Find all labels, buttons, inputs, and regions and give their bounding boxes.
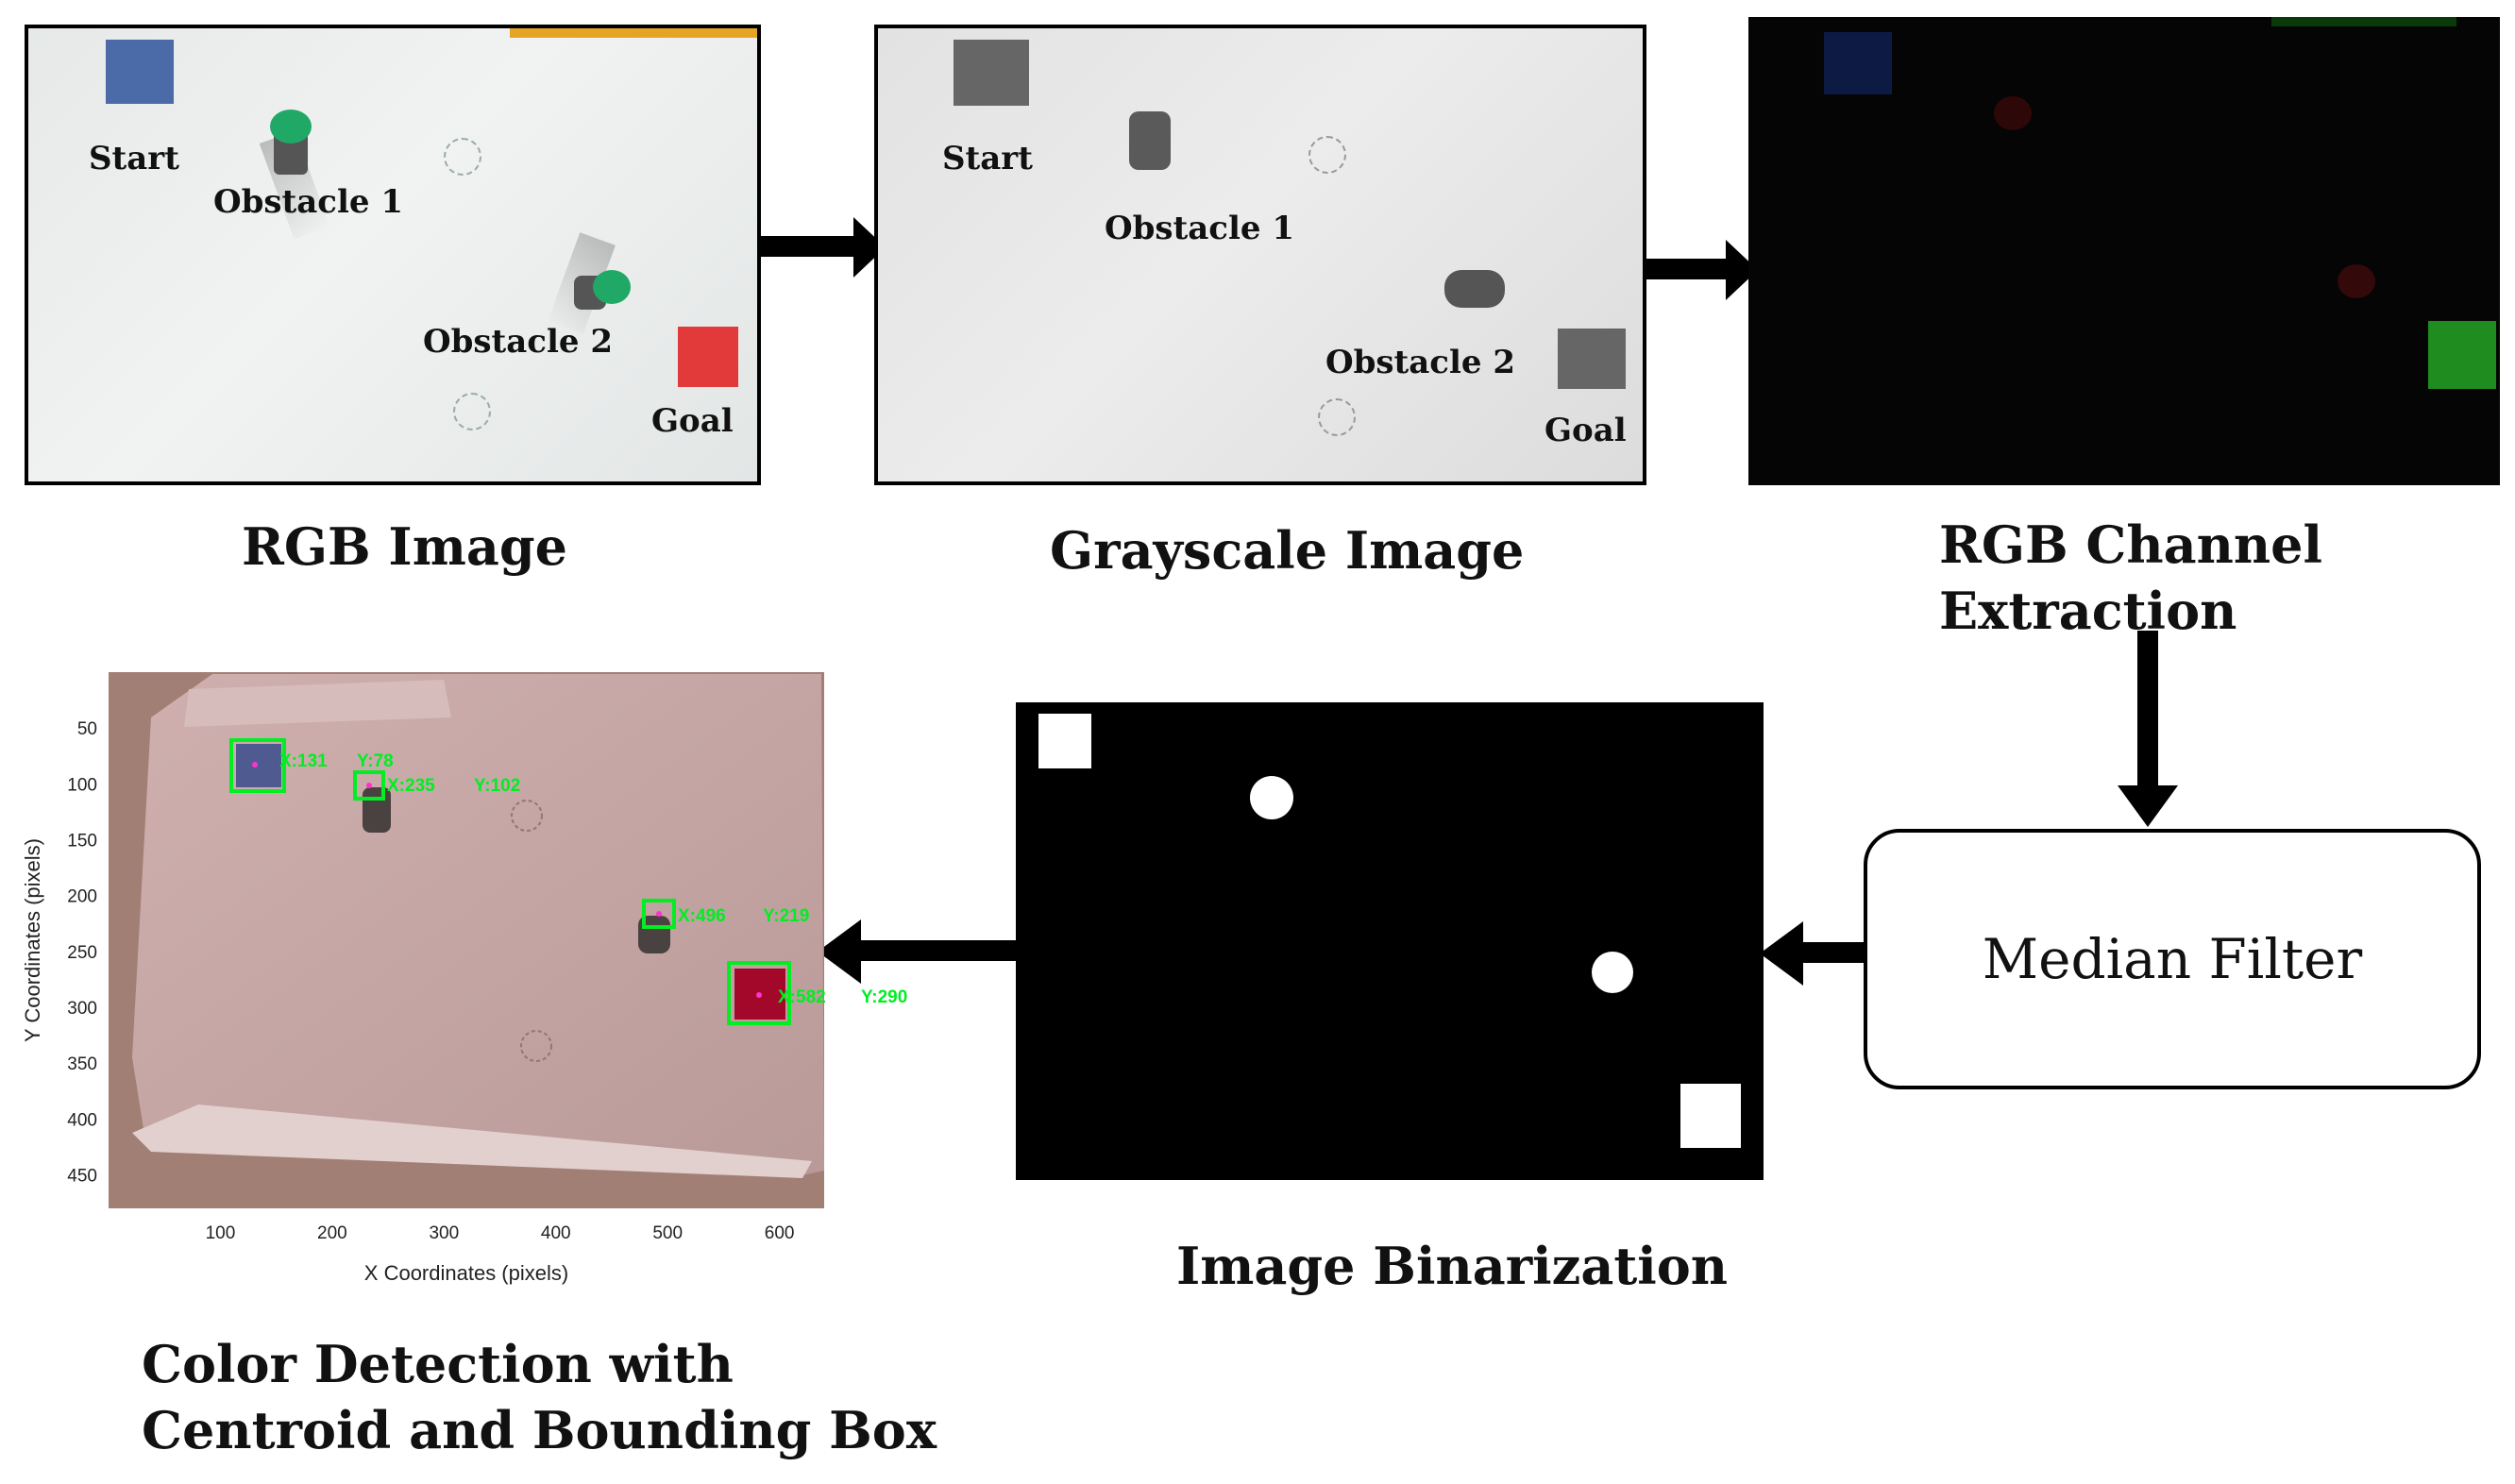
x-tick-label: 600 [765,1223,795,1243]
x-axis-title: X Coordinates (pixels) [364,1261,568,1285]
y-tick-label: 250 [67,943,97,963]
y-tick-label: 350 [67,1054,97,1074]
y-axis-title: Y Coordinates (pixels) [21,838,44,1042]
rgb-image-caption: RGB Image [242,516,567,577]
x-tick-label: 100 [206,1223,236,1243]
dashed-circle [1308,136,1346,174]
color-detection-plot: X:131 Y:78 X:235 Y:102 X:496 Y:219 X:582… [21,672,907,1285]
obstacle-2-body [1444,270,1505,308]
median-filter-label: Median Filter [1982,927,2363,991]
bounding-box [353,770,385,801]
dashed-circle [444,138,481,176]
detection-3-y-label: Y:219 [763,906,809,926]
obstacle-2-top [593,270,631,304]
dashed-circle [453,393,491,430]
detection-1-y-label: Y:78 [357,751,394,771]
start-marker [106,40,174,104]
paper-sheet [132,674,824,1175]
y-tick-label: 450 [67,1167,97,1187]
bounding-box [229,738,286,793]
start-detected-square [236,744,281,787]
centroid-marker [252,762,258,767]
dashed-circle [1318,398,1356,436]
y-tick-label: 150 [67,832,97,852]
blue-channel-marker [1824,32,1892,94]
arrow-gray-to-channel [1646,259,1737,279]
x-axis-ticks: 100 200 300 400 500 600 [206,1223,795,1243]
x-tick-label: 300 [429,1223,459,1243]
binary-obstacle-1-circle [1250,776,1293,819]
rgb-channel-panel [1748,17,2500,485]
grayscale-image-caption: Grayscale Image [1050,520,1525,581]
y-tick-label: 300 [67,999,97,1019]
binarization-panel [1016,702,1764,1180]
orange-tape-strip [510,28,757,38]
goal-label: Goal [1544,412,1627,449]
binarization-caption: Image Binarization [1176,1236,1729,1296]
median-filter-box: Median Filter [1864,829,2481,1089]
obstacle-1-top [270,110,312,143]
detection-3-x-label: X:496 [678,906,726,926]
obstacle-2-label: Obstacle 2 [1325,344,1516,381]
rgb-image-panel: Start Obstacle 1 Obstacle 2 Goal [25,25,761,485]
arrow-head [1760,921,1803,986]
y-tick-label: 200 [67,887,97,907]
obstacle-1-label: Obstacle 1 [1105,210,1295,247]
detection-caption-line2: Centroid and Bounding Box [142,1400,937,1460]
detection-4-x-label: X:582 [778,987,826,1007]
y-tick-label: 100 [67,775,97,795]
detection-2-y-label: Y:102 [474,776,520,796]
obstacle-1-label: Obstacle 1 [213,183,404,221]
goal-marker [678,327,738,387]
centroid-marker [756,992,762,998]
arrow-head [818,919,861,984]
red-channel-blob [1994,96,2032,130]
goal-label: Goal [651,402,734,440]
y-tick-label: 50 [77,719,97,739]
binary-goal-square [1680,1084,1741,1148]
x-tick-label: 400 [541,1223,571,1243]
grayscale-image-panel: Start Obstacle 1 Obstacle 2 Goal [874,25,1646,485]
x-tick-label: 200 [317,1223,347,1243]
goal-marker [1558,329,1626,389]
paper-sheet-edge [132,1105,812,1178]
detection-4-y-label: Y:290 [861,987,907,1007]
obstacle-1-body [1129,111,1171,170]
detection-1-x-label: X:131 [279,751,328,771]
dashed-circle [520,1030,552,1062]
obstacle-2-label: Obstacle 2 [423,323,614,361]
green-strip [2271,17,2456,26]
start-marker [954,40,1029,106]
arrow-head [2118,785,2178,827]
start-label: Start [942,140,1033,177]
red-channel-blob [2338,264,2375,298]
dashed-circle [511,800,543,832]
centroid-marker [366,783,372,788]
detection-2-x-label: X:235 [387,776,435,796]
rgb-channel-caption-line2: Extraction [1939,581,2237,641]
detection-caption-line1: Color Detection with [142,1334,734,1394]
bounding-box [642,899,676,929]
rgb-channel-caption-line1: RGB Channel [1939,514,2323,575]
bounding-box [727,961,791,1025]
binary-obstacle-2-circle [1592,952,1633,993]
arrow-rgb-to-gray [761,236,861,257]
x-tick-label: 500 [652,1223,683,1243]
arrow-median-to-binarization [1803,942,1864,963]
arrow-binarization-to-detection [859,940,1016,961]
centroid-marker [656,911,662,917]
green-channel-marker [2428,321,2496,389]
y-axis-ticks: 50 100 150 200 250 300 350 400 450 [67,719,97,1186]
y-tick-label: 400 [67,1110,97,1130]
start-label: Start [89,140,179,177]
binary-start-square [1038,714,1091,768]
arrow-channel-to-median [2137,631,2158,791]
paper-sheet-edge [184,680,451,727]
